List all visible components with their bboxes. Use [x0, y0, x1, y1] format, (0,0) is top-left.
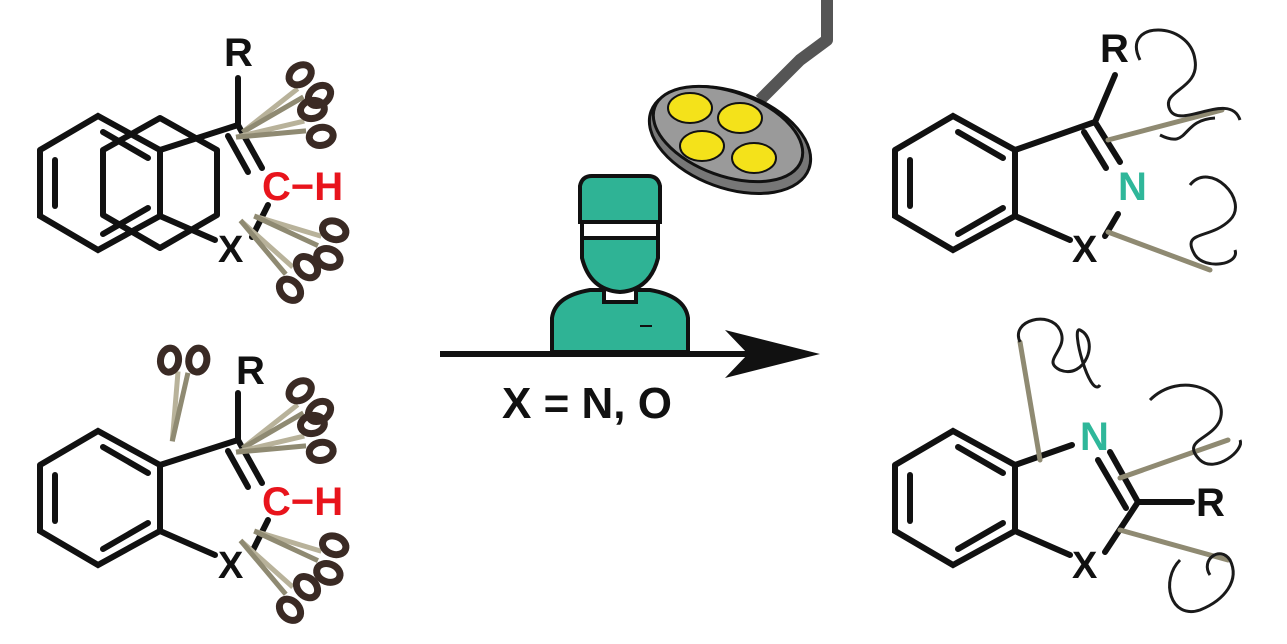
suture-needle-icon — [1016, 317, 1242, 614]
reactant-top: R X C−H — [37, 31, 350, 304]
product-top: R X N — [892, 27, 1242, 273]
heteroatom-label: X — [1072, 545, 1098, 587]
heteroatom-label: X — [1072, 229, 1098, 271]
substituent-label: R — [224, 31, 253, 75]
reaction-arrow — [440, 330, 820, 378]
substituent-label: R — [1196, 481, 1225, 525]
substituent-label: R — [236, 349, 265, 393]
reaction-condition: X = N, O — [502, 379, 672, 428]
product-bottom: N R X — [892, 317, 1242, 614]
nitrogen-label: N — [1080, 415, 1109, 459]
scissors-icon — [238, 218, 322, 304]
ch-bond-label: C−H — [262, 480, 343, 524]
scissors-icon — [156, 344, 211, 442]
surgeon-icon — [550, 174, 690, 354]
scissors-icon — [238, 538, 322, 624]
heteroatom-label: X — [218, 545, 244, 587]
surgical-lamp-icon — [647, 0, 833, 195]
nitrogen-label: N — [1118, 165, 1147, 209]
scissors-icon — [253, 213, 350, 271]
heteroatom-label: X — [218, 229, 244, 271]
scissors-icon — [253, 528, 350, 586]
suture-needle-icon — [1105, 28, 1242, 273]
substituent-label: R — [1100, 27, 1129, 71]
scissors-icon — [235, 96, 337, 149]
scissors-icon — [235, 411, 337, 464]
ch-bond-label: C−H — [262, 165, 343, 209]
reactant-bottom: R X C−H — [37, 344, 350, 624]
